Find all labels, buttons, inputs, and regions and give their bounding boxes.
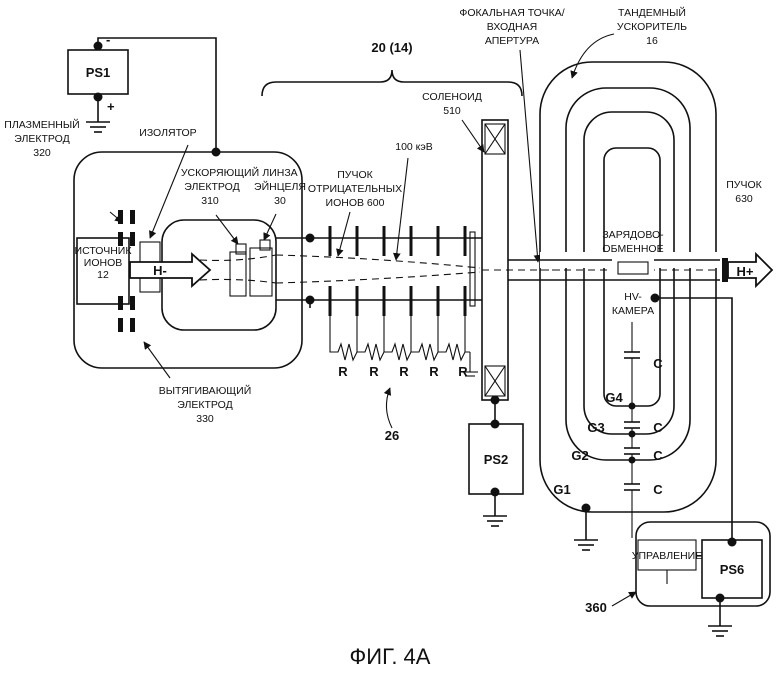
figure-caption: ФИГ. 4А bbox=[350, 644, 431, 669]
tandem-label-2: УСКОРИТЕЛЬ bbox=[617, 21, 687, 33]
einzel-lens-label-3: 30 bbox=[274, 195, 286, 207]
ref-26-label: 26 bbox=[385, 428, 399, 443]
capacitor-label-1: C bbox=[653, 356, 663, 371]
resistor-label-3: R bbox=[399, 364, 409, 379]
plasma-electrode-label-3: 320 bbox=[33, 147, 51, 159]
ion-source-housing: ИСТОЧНИК ИОНОВ 12 H- bbox=[74, 145, 302, 378]
tandem-accelerator: ЗАРЯДОВО- ОБМЕННОЕ HV- КАМЕРА C C C C G4… bbox=[540, 6, 772, 550]
hv-chamber-label-1: HV- bbox=[624, 291, 642, 303]
beam-630-label-1: ПУЧОК bbox=[726, 179, 762, 191]
ps6-label: PS6 bbox=[720, 562, 745, 577]
section-label: 20 (14) bbox=[371, 40, 412, 55]
charge-exchange-label-1: ЗАРЯДОВО- bbox=[602, 229, 664, 241]
resistor-label-4: R bbox=[429, 364, 439, 379]
control-label: УПРАВЛЕНИЕ bbox=[632, 550, 702, 562]
g3-label: G3 bbox=[587, 420, 604, 435]
ion-source-label-2: ИОНОВ bbox=[84, 257, 122, 269]
solenoid-label-1: СОЛЕНОИД bbox=[422, 91, 482, 103]
beam-630-label-2: 630 bbox=[735, 193, 753, 205]
ref-360-label: 360 bbox=[585, 600, 607, 615]
ion-source-label-1: ИСТОЧНИК bbox=[75, 245, 133, 257]
accel-electrode-label-2: ЭЛЕКТРОД bbox=[184, 181, 239, 193]
insulator-label: ИЗОЛЯТОР bbox=[139, 127, 196, 139]
extract-electrode-label-1: ВЫТЯГИВАЮЩИЙ bbox=[159, 384, 252, 397]
accel-electrode-label-3: 310 bbox=[201, 195, 219, 207]
tandem-label-3: 16 bbox=[646, 35, 658, 47]
focal-point-label-2: ВХОДНАЯ bbox=[487, 21, 537, 33]
capacitor-label-4: C bbox=[653, 482, 663, 497]
resistor-label-5: R bbox=[458, 364, 468, 379]
ion-source-label-3: 12 bbox=[97, 269, 109, 281]
hv-chamber-label-2: КАМЕРА bbox=[612, 305, 654, 317]
charge-exchange-label-2: ОБМЕННОЕ bbox=[602, 243, 663, 255]
energy-label: 100 кэВ bbox=[395, 141, 433, 153]
h-plus-label: H+ bbox=[737, 264, 754, 279]
focal-point-label-3: АПЕРТУРА bbox=[485, 35, 539, 47]
capacitor-label-3: C bbox=[653, 448, 663, 463]
ps2-label: PS2 bbox=[484, 452, 509, 467]
einzel-lens-label-1: ЛИНЗА bbox=[262, 167, 297, 179]
extract-electrode-label-3: 330 bbox=[196, 413, 214, 425]
plasma-electrode-label-2: ЭЛЕКТРОД bbox=[14, 133, 69, 145]
lebt-section: 20 (14) R R bbox=[200, 40, 560, 443]
einzel-lens-label-2: ЭЙНЦЕЛЯ bbox=[254, 180, 306, 193]
ps1-label: PS1 bbox=[86, 65, 111, 80]
control-ps6: УПРАВЛЕНИЕ PS6 360 bbox=[585, 522, 770, 636]
plasma-electrode-label-1: ПЛАЗМЕННЫЙ bbox=[4, 118, 79, 131]
neg-ion-beam-label-3: ИОНОВ 600 bbox=[326, 197, 385, 209]
capacitor-label-2: C bbox=[653, 420, 663, 435]
neg-ion-beam-label-1: ПУЧОК bbox=[337, 169, 373, 181]
g4-label: G4 bbox=[605, 390, 623, 405]
resistor-label-2: R bbox=[369, 364, 379, 379]
tandem-label-1: ТАНДЕМНЫЙ bbox=[618, 6, 686, 19]
ps1-minus-label: - bbox=[106, 32, 110, 47]
g1-label: G1 bbox=[553, 482, 570, 497]
focal-point-label-1: ФОКАЛЬНАЯ ТОЧКА/ bbox=[459, 7, 564, 19]
neg-ion-beam-label-2: ОТРИЦАТЕЛЬНЫХ bbox=[308, 183, 402, 195]
h-minus-label: H- bbox=[153, 263, 167, 278]
g2-label: G2 bbox=[571, 448, 588, 463]
extract-electrode-label-2: ЭЛЕКТРОД bbox=[177, 399, 232, 411]
accel-electrode-label-1: УСКОРЯЮЩИЙ bbox=[181, 166, 259, 179]
resistor-label-1: R bbox=[338, 364, 348, 379]
solenoid-label-2: 510 bbox=[443, 105, 461, 117]
ps1-plus-label: + bbox=[107, 99, 115, 114]
